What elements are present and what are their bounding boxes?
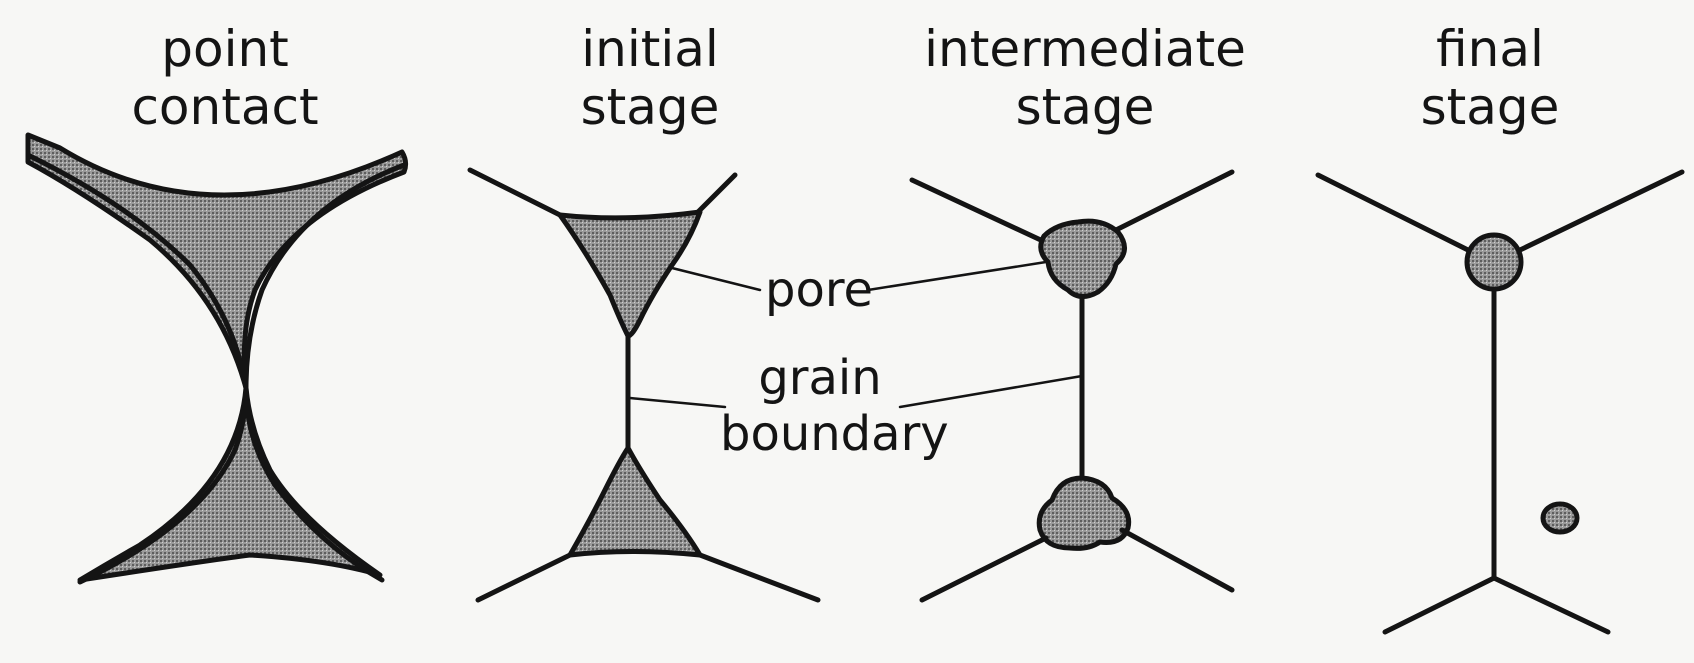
grain-boundary-callout-line2: boundary: [720, 406, 910, 462]
intermediate-boundary-upper-right: [1112, 172, 1232, 232]
stage-label-line: stage: [924, 78, 1246, 136]
stage-label-point-contact: point contact: [131, 20, 318, 136]
stage-label-line: stage: [1421, 78, 1560, 136]
stage-label-final: final stage: [1421, 20, 1560, 136]
stage-label-line: initial: [581, 20, 720, 78]
stage-label-initial: initial stage: [581, 20, 720, 136]
final-boundary-upper-left: [1318, 175, 1468, 250]
initial-boundary-upper-right: [695, 175, 735, 215]
panel-intermediate-stage: [912, 172, 1232, 600]
final-pore-junction: [1467, 235, 1521, 289]
intermediate-pore-upper: [1041, 221, 1125, 296]
initial-pore-upper: [560, 212, 700, 336]
stage-label-line: point: [131, 20, 318, 78]
pore-callout: pore: [765, 262, 873, 318]
stage-label-line: contact: [131, 78, 318, 136]
intermediate-boundary-upper-left: [912, 180, 1045, 242]
grain-boundary-callout-line1: grain: [730, 350, 910, 406]
grain-boundary-callout: grain boundary: [730, 350, 910, 462]
pore-leader-right: [868, 262, 1046, 290]
point-contact-pore-upper: [28, 135, 406, 388]
initial-boundary-upper-left: [470, 170, 560, 215]
pore-callout-text: pore: [765, 262, 873, 318]
grain-boundary-leader-left: [630, 398, 725, 407]
intermediate-boundary-lower-right: [1122, 530, 1232, 590]
final-pore-isolated: [1543, 504, 1577, 532]
stage-label-line: intermediate: [924, 20, 1246, 78]
final-boundary-upper-right: [1520, 172, 1682, 250]
pore-leader-left: [672, 268, 760, 290]
final-boundary-lower-left: [1385, 578, 1494, 632]
initial-boundary-lower-right: [700, 555, 818, 600]
intermediate-boundary-lower-left: [922, 538, 1046, 600]
intermediate-pore-lower: [1039, 478, 1128, 548]
stage-label-line: final: [1421, 20, 1560, 78]
grain-boundary-leader-right: [900, 376, 1082, 407]
panel-point-contact: [28, 135, 406, 582]
stage-label-line: stage: [581, 78, 720, 136]
final-boundary-lower-right: [1494, 578, 1608, 632]
initial-pore-lower: [570, 448, 700, 555]
point-contact-pore-lower: [80, 388, 380, 580]
initial-boundary-lower-left: [478, 555, 570, 600]
panel-final-stage: [1318, 172, 1682, 632]
stage-label-intermediate: intermediate stage: [924, 20, 1246, 136]
